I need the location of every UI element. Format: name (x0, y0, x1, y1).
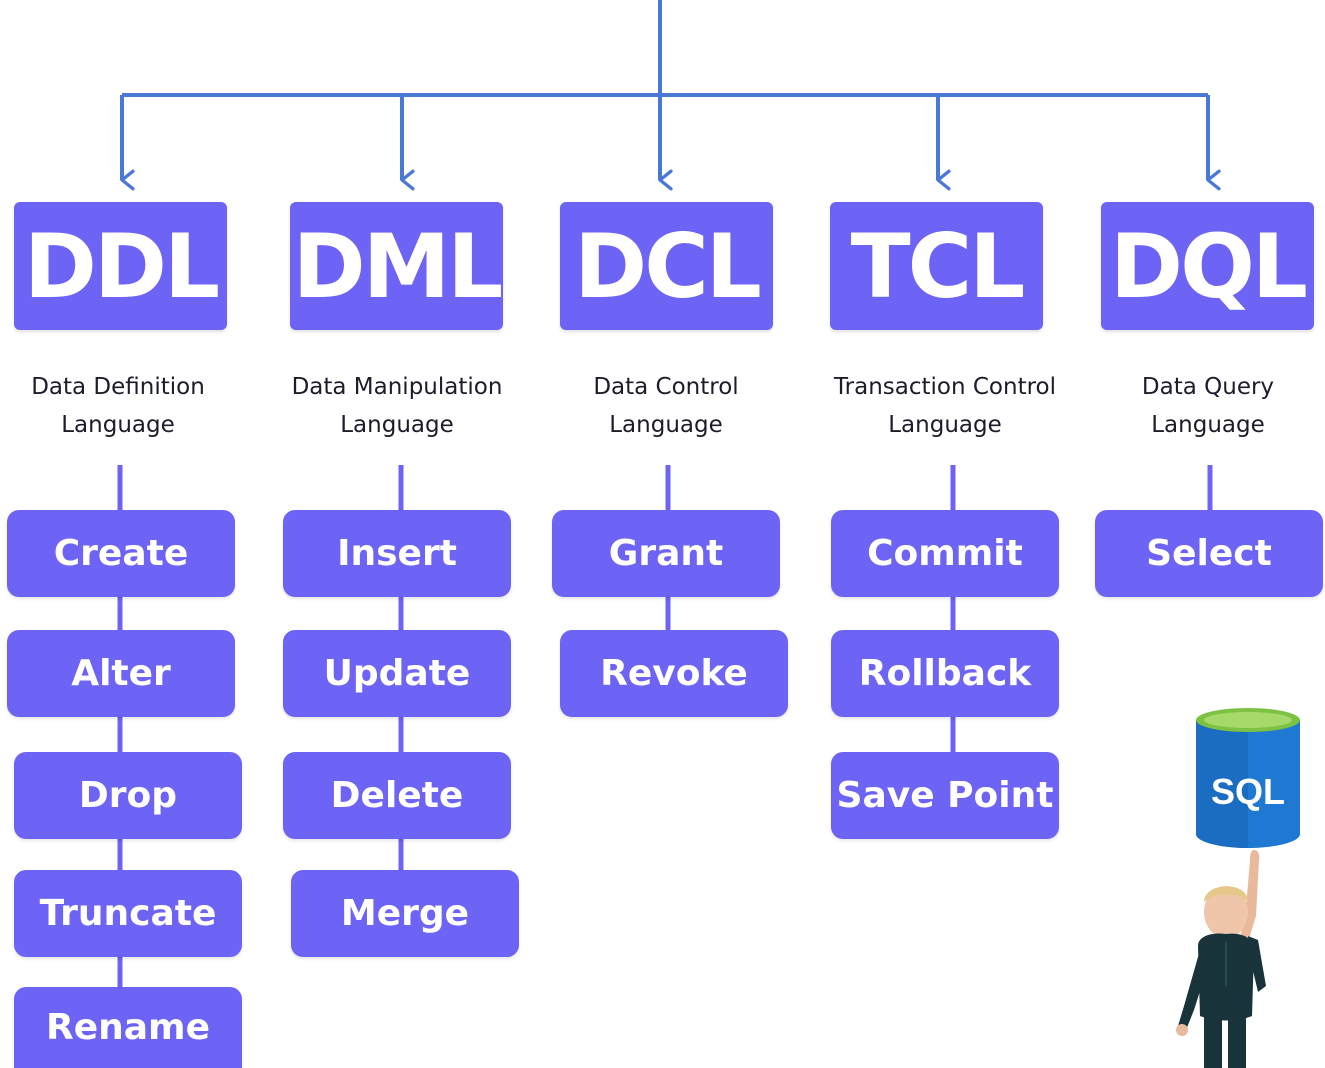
command-update: Update (283, 630, 511, 717)
description-dml: Data Manipulation Language (291, 374, 503, 438)
command-commit: Commit (831, 510, 1059, 597)
category-ddl: DDL (14, 202, 227, 330)
command-merge: Merge (291, 870, 519, 957)
command-rollback: Rollback (831, 630, 1059, 717)
description-dql: Data Query Language (1141, 374, 1275, 438)
child-pointing-figure (1176, 850, 1266, 1068)
command-revoke: Revoke (560, 630, 788, 717)
category-tcl: TCL (830, 202, 1043, 330)
category-dcl: DCL (560, 202, 773, 330)
command-insert: Insert (283, 510, 511, 597)
command-delete: Delete (283, 752, 511, 839)
description-ddl: Data Definition Language (31, 374, 205, 438)
command-rename: Rename (14, 987, 242, 1068)
category-dql: DQL (1101, 202, 1314, 330)
command-save-point: Save Point (831, 752, 1059, 839)
command-alter: Alter (7, 630, 235, 717)
command-truncate: Truncate (14, 870, 242, 957)
category-dml: DML (290, 202, 503, 330)
sql-database-icon: SQL (1196, 708, 1300, 848)
command-drop: Drop (14, 752, 242, 839)
command-create: Create (7, 510, 235, 597)
sql-badge-label: SQL (1211, 771, 1285, 812)
command-select: Select (1095, 510, 1323, 597)
description-tcl: Transaction Control Language (833, 374, 1057, 438)
command-grant: Grant (552, 510, 780, 597)
description-dcl: Data Control Language (593, 374, 739, 438)
